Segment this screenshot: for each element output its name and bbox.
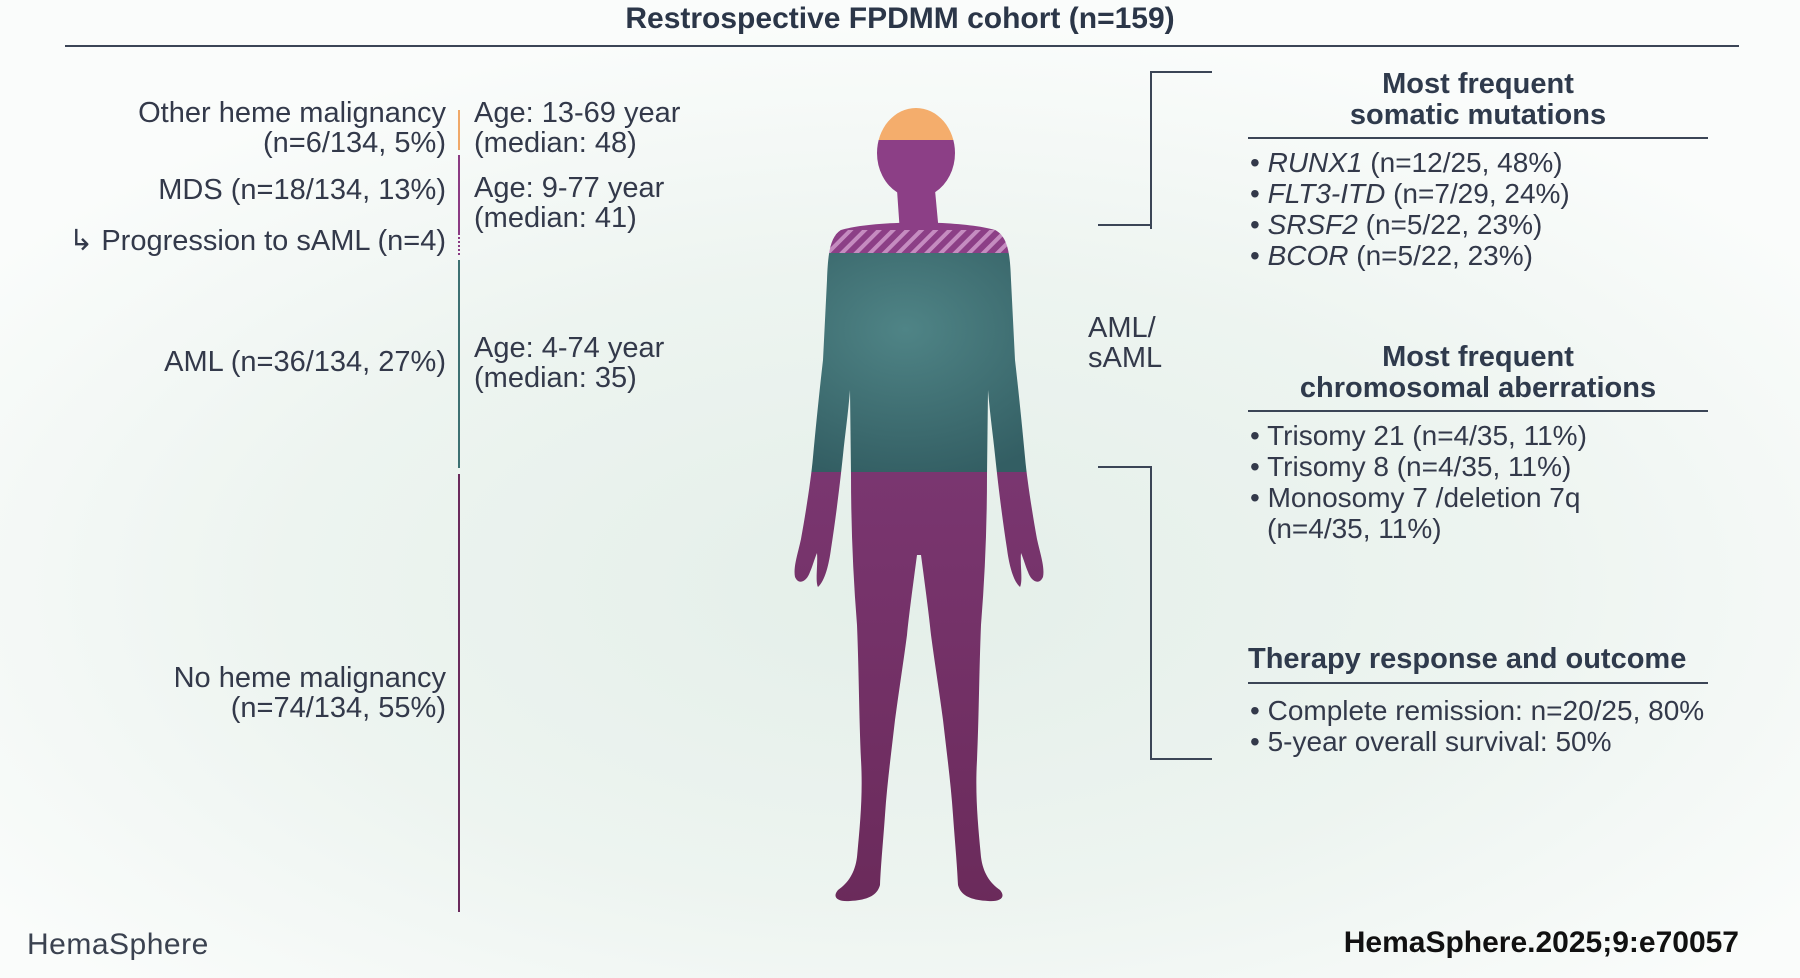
no-malignancy-name: No heme malignancy	[173, 662, 446, 694]
mds-bar	[458, 155, 460, 233]
chromosomal-item-continued: (n=4/35, 11%)	[1267, 513, 1442, 544]
progression-bar	[458, 233, 460, 255]
no-malignancy-label: No heme malignancy (n=74/134, 55%)	[174, 663, 446, 723]
therapy-item: • 5-year overall survival: 50%	[1250, 726, 1612, 757]
aml-group-label: AML (n=36/134, 27%)	[164, 346, 446, 378]
progression-label: ↳ Progression to sAML (n=4)	[69, 226, 446, 256]
page-title: Restrospective FPDMM cohort (n=159)	[625, 2, 1175, 35]
mutations-heading-line1: Most frequent	[1382, 68, 1574, 100]
aml-label-line2: sAML	[1088, 342, 1163, 374]
mutations-heading-rule	[1248, 137, 1708, 139]
progression-text: Progression to sAML (n=4)	[101, 225, 446, 257]
upper-bracket-stub	[1098, 224, 1152, 226]
aml-bar	[458, 260, 460, 468]
upper-bracket	[1150, 71, 1212, 229]
other-age-label: Age: 13-69 year (median: 48)	[474, 98, 680, 158]
therapy-heading: Therapy response and outcome	[1248, 643, 1687, 675]
figure-head-segment	[794, 108, 1044, 140]
other-malignancy-count: (n=6/134, 5%)	[263, 127, 446, 159]
mutation-item: • SRSF2 (n=5/22, 23%)	[1250, 209, 1543, 240]
other-age-range: Age: 13-69 year	[474, 97, 681, 129]
other-malignancy-bar	[458, 110, 460, 150]
figure-upper-segment	[794, 140, 1044, 235]
no-malignancy-count: (n=74/134, 55%)	[230, 692, 446, 724]
lower-bracket-stub	[1098, 466, 1152, 468]
mutations-heading: Most frequent somatic mutations	[1248, 69, 1708, 131]
mds-label: MDS (n=18/134, 13%)	[158, 174, 446, 206]
chromosomal-list: • Trisomy 21 (n=4/35, 11%) • Trisomy 8 (…	[1250, 420, 1587, 544]
lower-bracket	[1150, 466, 1212, 760]
mds-age-label: Age: 9-77 year (median: 41)	[474, 173, 664, 233]
chromosomal-heading-line2: chromosomal aberrations	[1299, 372, 1657, 404]
aml-age-label: Age: 4-74 year (median: 35)	[474, 333, 664, 393]
figure-hatch-segment	[794, 230, 1044, 253]
figure-legs-segment	[794, 472, 1044, 902]
other-malignancy-label: Other heme malignancy (n=6/134, 5%)	[138, 98, 446, 158]
chromosomal-item: • Monosomy 7 /deletion 7q	[1250, 482, 1581, 513]
mutation-item: • FLT3-ITD (n=7/29, 24%)	[1250, 178, 1570, 209]
chromosomal-heading: Most frequent chromosomal aberrations	[1248, 342, 1708, 404]
therapy-list: • Complete remission: n=20/25, 80% • 5-y…	[1250, 695, 1704, 757]
chromosomal-item: • Trisomy 8 (n=4/35, 11%)	[1250, 451, 1572, 482]
mds-age-range: Age: 9-77 year	[474, 172, 665, 204]
aml-samll-label: AML/ sAML	[1088, 313, 1162, 373]
no-malignancy-bar	[458, 474, 460, 912]
mutations-heading-line2: somatic mutations	[1349, 99, 1607, 131]
brand-logo: HemaSphere	[27, 928, 209, 961]
mutation-item: • RUNX1 (n=12/25, 48%)	[1250, 147, 1563, 178]
chromosomal-item: • Trisomy 21 (n=4/35, 11%)	[1250, 420, 1587, 451]
other-age-median: (median: 48)	[474, 127, 637, 159]
human-figure	[794, 108, 1044, 902]
chromosomal-heading-rule	[1248, 410, 1708, 412]
aml-age-median: (median: 35)	[474, 362, 637, 394]
therapy-heading-rule	[1248, 682, 1708, 684]
figure-torso-segment	[794, 253, 1044, 472]
mds-age-median: (median: 41)	[474, 202, 637, 234]
therapy-item: • Complete remission: n=20/25, 80%	[1250, 695, 1705, 726]
aml-label-line1: AML/	[1088, 312, 1156, 344]
mutations-list: • RUNX1 (n=12/25, 48%) • FLT3-ITD (n=7/2…	[1250, 147, 1570, 271]
title-divider	[65, 45, 1739, 47]
mutation-item: • BCOR (n=5/22, 23%)	[1250, 240, 1533, 271]
other-malignancy-name: Other heme malignancy	[138, 97, 446, 129]
citation: HemaSphere.2025;9:e70057	[1343, 926, 1739, 959]
chromosomal-heading-line1: Most frequent	[1382, 341, 1574, 373]
aml-age-range: Age: 4-74 year	[474, 332, 665, 364]
progression-arrow-icon: ↳	[68, 225, 94, 257]
